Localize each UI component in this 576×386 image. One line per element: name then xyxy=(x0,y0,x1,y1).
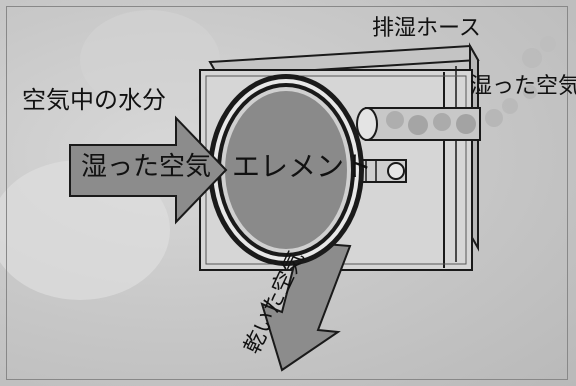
vapor-droplet xyxy=(502,98,518,114)
vapor-droplet xyxy=(386,111,404,129)
vapor-droplet xyxy=(523,85,537,99)
dry-air-arrow xyxy=(260,240,352,372)
humid-air-arrow xyxy=(69,115,228,225)
vapor-droplet xyxy=(408,115,428,135)
element-label: エレメント xyxy=(232,150,373,183)
vapor-droplet xyxy=(456,114,476,134)
element-disc xyxy=(208,74,364,266)
exhaust-hose xyxy=(356,36,556,141)
exhaust-hose-label: 排湿ホース xyxy=(372,16,481,41)
humid-air-in-label: 湿った空気 xyxy=(81,152,212,182)
vapor-droplet xyxy=(540,36,556,52)
humid-air-out-label: 湿った空気 xyxy=(470,74,576,99)
vapor-droplet xyxy=(433,113,451,131)
vapor-droplet xyxy=(522,48,542,68)
moisture-blob-top xyxy=(80,10,220,110)
vapor-droplet xyxy=(485,109,503,127)
element-axle xyxy=(349,159,407,183)
moisture-label: 空気中の水分 xyxy=(22,86,166,114)
